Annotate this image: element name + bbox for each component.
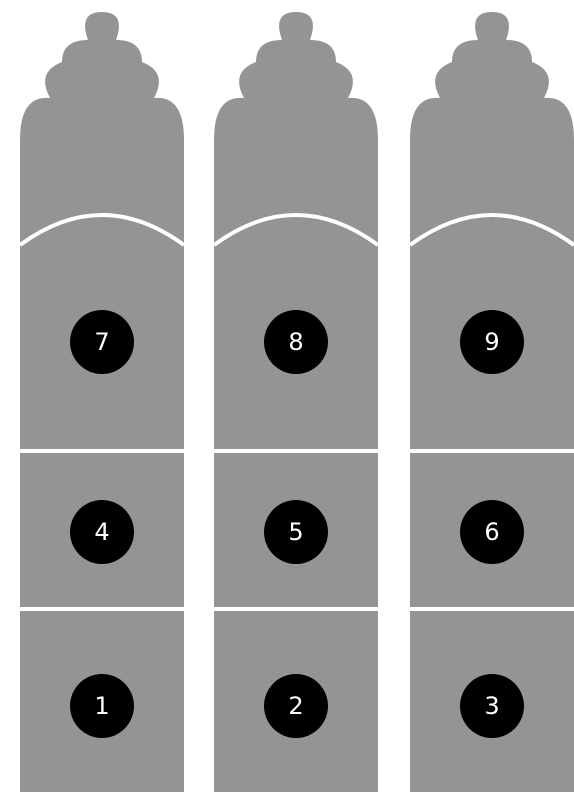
segment-badge-5: 5 [264,500,328,564]
svg-text:4: 4 [94,518,109,546]
segment-badge-6: 6 [460,500,524,564]
segment-badge-8: 8 [264,310,328,374]
svg-text:6: 6 [484,518,499,546]
segment-badge-4: 4 [70,500,134,564]
svg-text:8: 8 [288,328,303,356]
svg-text:5: 5 [288,518,303,546]
svg-text:7: 7 [94,328,109,356]
panel-column-3: 9 6 3 [410,12,574,792]
svg-text:1: 1 [94,692,109,720]
svg-text:3: 3 [484,692,499,720]
segment-badge-9: 9 [460,310,524,374]
segment-badge-1: 1 [70,674,134,738]
panel-column-2: 8 5 2 [214,12,378,792]
segment-badge-2: 2 [264,674,328,738]
panel-column-1: 7 4 1 [20,12,184,792]
svg-text:2: 2 [288,692,303,720]
segment-badge-7: 7 [70,310,134,374]
segment-badge-3: 3 [460,674,524,738]
svg-text:9: 9 [484,328,499,356]
